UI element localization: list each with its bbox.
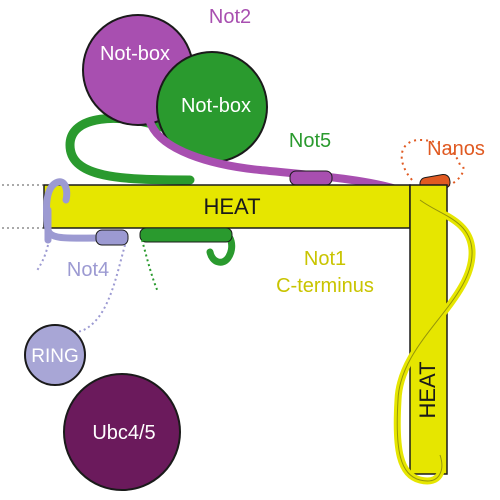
not1-label-line1: Not1 — [304, 248, 346, 270]
ubc-label: Ubc4/5 — [92, 422, 155, 444]
not1-yellow-loop — [393, 196, 476, 485]
nanos-label: Nanos — [427, 138, 485, 160]
not5-dotted-tail — [141, 239, 159, 293]
not1-label-line2: C-terminus — [276, 275, 374, 297]
ring-circle — [24, 324, 86, 386]
not5-label: Not5 — [289, 130, 331, 152]
not4-hook — [42, 178, 104, 242]
heat-vertical-label: HEAT — [415, 361, 440, 418]
not2-notbox-label: Not-box — [100, 43, 170, 65]
not5-notbox-label: Not-box — [181, 95, 251, 117]
not4-helix — [95, 229, 129, 246]
not4-dotted-to-ring — [74, 244, 126, 333]
not2-helix — [289, 170, 333, 186]
heat-horizontal-label: HEAT — [203, 194, 260, 219]
heat-horizontal-bar — [43, 184, 411, 229]
ubc-circle — [63, 373, 181, 491]
not1-yellow-loop-outline — [396, 199, 473, 482]
not4-dotted-tail-left — [35, 244, 49, 273]
nanos-dotted-tail — [447, 164, 465, 187]
not2-label: Not2 — [209, 6, 251, 28]
nanos-dotted-arc — [400, 138, 461, 181]
not4-label: Not4 — [67, 259, 109, 281]
ring-label: RING — [31, 346, 79, 367]
not5-helix — [139, 227, 233, 243]
